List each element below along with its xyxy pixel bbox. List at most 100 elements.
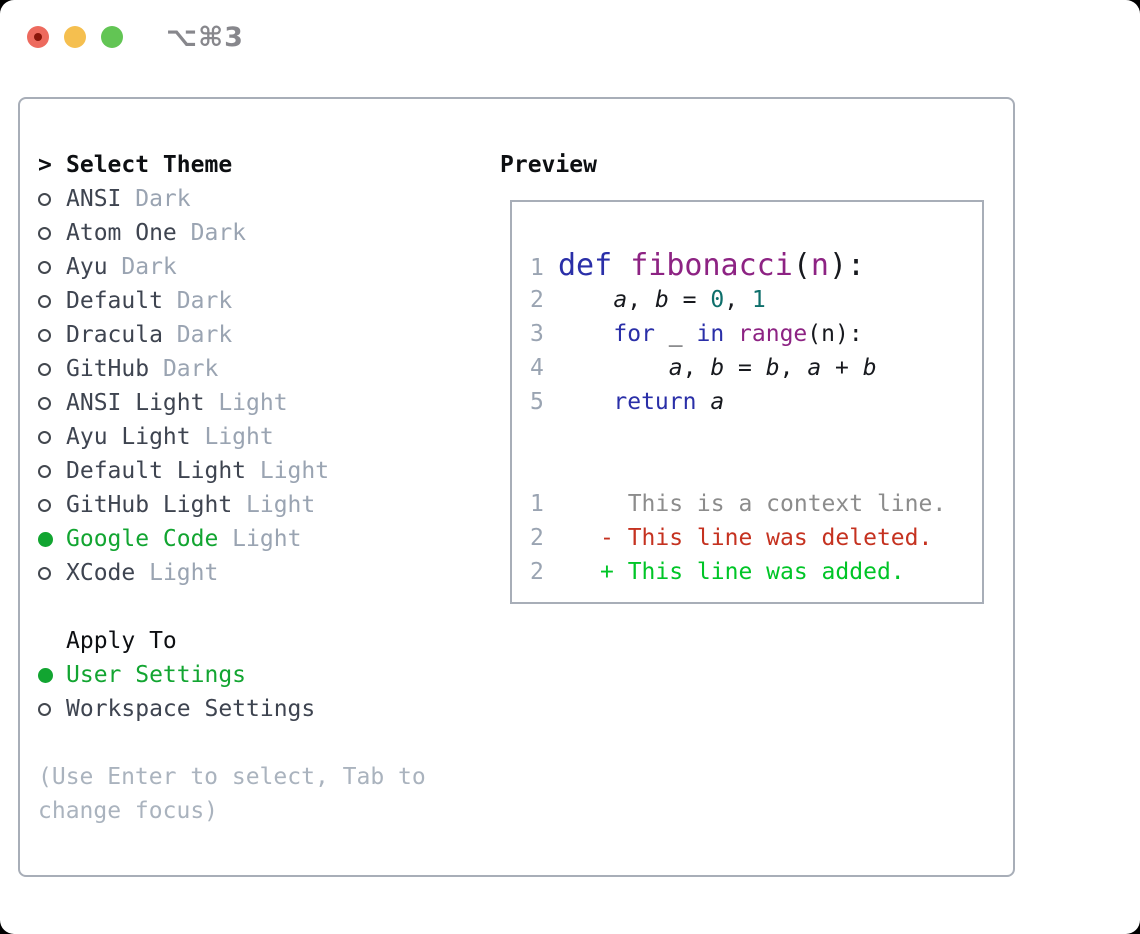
code-token: in — [696, 321, 725, 347]
theme-option-google-code[interactable]: Google Code Light — [38, 522, 478, 556]
apply-option-label: Workspace Settings — [66, 696, 316, 722]
radio-icon — [38, 260, 51, 274]
code-token: b — [710, 355, 725, 381]
code-token — [558, 283, 613, 317]
code-token: def — [558, 248, 631, 283]
theme-option-tag: Light — [246, 458, 330, 484]
theme-option-tag: Light — [190, 424, 274, 450]
theme-option-ayu[interactable]: Ayu Dark — [38, 250, 478, 284]
theme-option-label: GitHub Light — [66, 492, 233, 518]
line-number: 2 — [530, 287, 544, 313]
code-token: b — [765, 355, 780, 381]
radio-icon — [38, 498, 51, 512]
theme-option-tag: Dark — [176, 220, 247, 246]
code-token: fibonacci — [630, 248, 793, 283]
theme-option-default[interactable]: Default Dark — [38, 284, 478, 318]
apply-option-user-settings[interactable]: User Settings — [38, 658, 478, 692]
code-token: ): — [828, 248, 866, 283]
close-edited-dot-icon — [34, 33, 42, 41]
zoom-button[interactable] — [101, 26, 123, 48]
code-token: b — [654, 287, 669, 313]
radio-icon — [38, 566, 51, 580]
theme-option-tag: Dark — [107, 254, 177, 280]
radio-icon — [38, 464, 51, 478]
apply-option-workspace-settings[interactable]: Workspace Settings — [38, 692, 478, 726]
preview-heading: Preview — [500, 152, 597, 178]
line-number: 1 — [530, 491, 544, 517]
code-token — [558, 317, 613, 351]
window-title: ⌥⌘3 — [166, 22, 244, 53]
prompt-icon: > — [38, 152, 52, 178]
code-token: , — [682, 355, 711, 381]
theme-option-tag: Light — [218, 526, 302, 552]
theme-option-default-light[interactable]: Default Light Light — [38, 454, 478, 488]
minimize-button[interactable] — [64, 26, 86, 48]
radio-icon — [38, 362, 51, 376]
close-button[interactable] — [27, 26, 49, 48]
keyboard-hint-line-1: (Use Enter to select, Tab to — [38, 764, 426, 790]
code-token: 1 — [751, 287, 766, 313]
theme-option-label: Ayu Light — [66, 424, 191, 450]
line-number: 2 — [530, 525, 544, 551]
radio-icon — [38, 702, 51, 716]
code-token: b — [862, 355, 877, 381]
code-token: a — [668, 355, 683, 381]
theme-option-dracula[interactable]: Dracula Dark — [38, 318, 478, 352]
code-token: return — [613, 389, 697, 415]
code-token: range — [738, 321, 808, 347]
apply-option-label: User Settings — [66, 662, 247, 688]
code-token — [558, 351, 669, 385]
code-token: = — [668, 287, 711, 313]
code-line: 2 a, b = 0, 1 — [530, 283, 946, 317]
theme-option-label: Default Light — [66, 458, 247, 484]
code-token: _ — [654, 321, 697, 347]
list-spacer — [38, 590, 478, 624]
code-token: 0 — [710, 287, 725, 313]
code-token: , — [779, 355, 808, 381]
radio-icon — [38, 396, 51, 410]
line-number: 1 — [530, 255, 544, 281]
diff-line-added: 2+ This line was added. — [530, 555, 946, 589]
keyboard-hint-line-2: change focus) — [38, 798, 219, 824]
radio-icon — [38, 226, 51, 240]
theme-option-label: XCode — [66, 560, 136, 586]
theme-option-ayu-light[interactable]: Ayu Light Light — [38, 420, 478, 454]
theme-option-tag: Dark — [121, 186, 191, 212]
select-theme-header-row: > Select Theme — [38, 148, 478, 182]
code-token: + — [821, 355, 863, 381]
theme-option-atom-one[interactable]: Atom One Dark — [38, 216, 478, 250]
diff-line-context: 1 This is a context line. — [530, 487, 946, 521]
radio-selected-icon — [38, 531, 53, 547]
theme-option-tag: Light — [135, 560, 219, 586]
code-token — [724, 317, 738, 351]
theme-option-ansi[interactable]: ANSI Dark — [38, 182, 478, 216]
diff-text: - This line was deleted. — [600, 525, 933, 551]
apply-to-header: Apply To — [66, 628, 177, 654]
theme-option-label: Google Code — [66, 526, 219, 552]
code-token — [696, 385, 710, 419]
theme-option-ansi-light[interactable]: ANSI Light Light — [38, 386, 478, 420]
theme-option-github[interactable]: GitHub Dark — [38, 352, 478, 386]
code-token: = — [724, 355, 766, 381]
theme-option-label: ANSI Light — [66, 390, 205, 416]
theme-option-xcode[interactable]: XCode Light — [38, 556, 478, 590]
code-token: (n): — [807, 321, 863, 347]
radio-icon — [38, 192, 51, 206]
radio-selected-icon — [38, 667, 53, 683]
code-token: ( — [792, 248, 811, 283]
radio-icon — [38, 328, 51, 342]
theme-option-label: Atom One — [66, 220, 177, 246]
theme-option-github-light[interactable]: GitHub Light Light — [38, 488, 478, 522]
theme-option-label: Default — [66, 288, 163, 314]
title-bar: ⌥⌘3 — [0, 0, 1140, 75]
code-token: a — [613, 287, 628, 313]
code-token: , — [627, 287, 655, 313]
theme-option-label: GitHub — [66, 356, 150, 382]
